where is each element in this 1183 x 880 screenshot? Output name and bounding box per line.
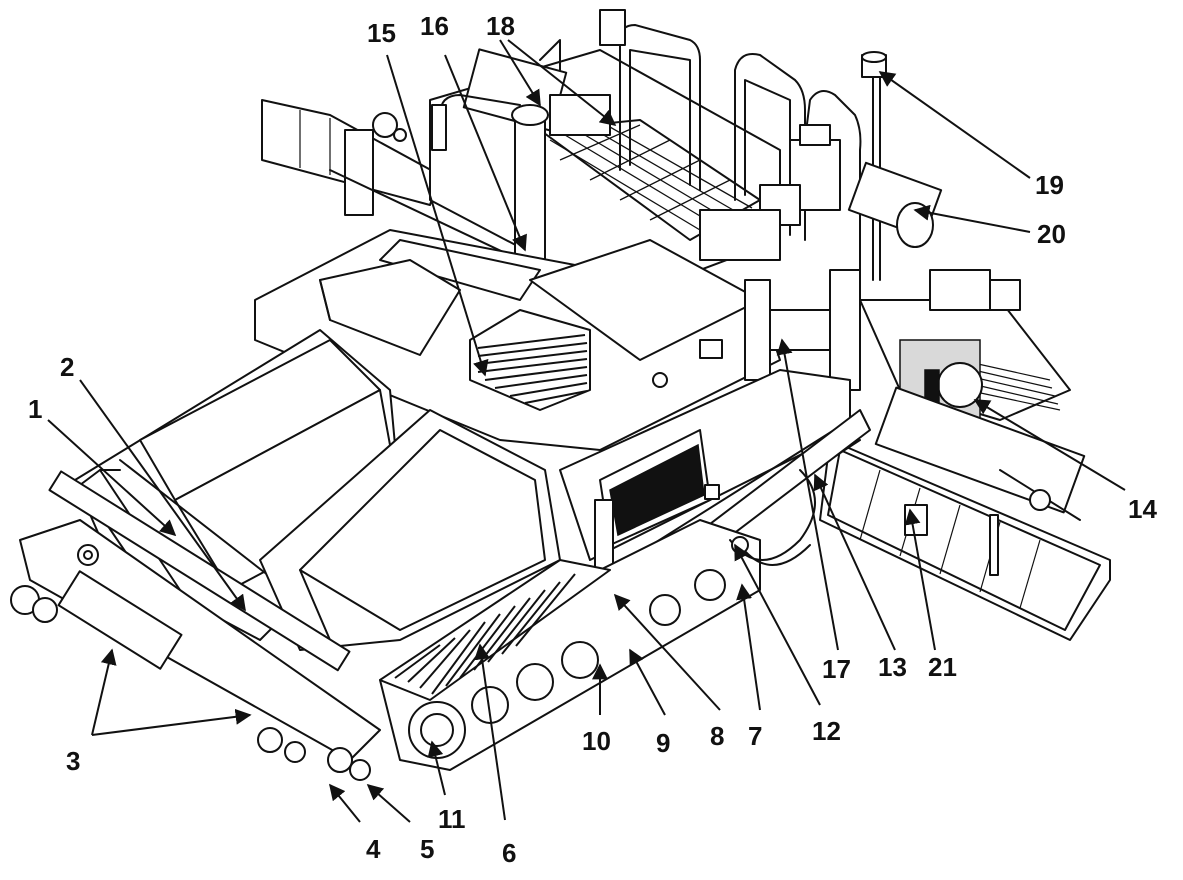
- callout-16: 16: [420, 11, 449, 41]
- callout-5: 5: [420, 834, 434, 864]
- callout-15: 15: [367, 18, 396, 48]
- callout-17: 17: [822, 654, 851, 684]
- callout-4: 4: [366, 834, 381, 864]
- callout-1: 1: [28, 394, 42, 424]
- callout-13: 13: [878, 652, 907, 682]
- callout-7: 7: [748, 721, 762, 751]
- callout-10: 10: [582, 726, 611, 756]
- callout-2: 2: [60, 352, 74, 382]
- callout-11: 11: [438, 804, 466, 834]
- side-control-box: [847, 161, 943, 248]
- callout-14: 14: [1128, 494, 1157, 524]
- callout-9: 9: [656, 728, 670, 758]
- callout-21: 21: [928, 652, 957, 682]
- callout-3: 3: [66, 746, 80, 776]
- screed-extension-right: [819, 439, 1111, 641]
- callout-labels: 1 2 3 4 5 6 7 8 9 10 11 12 13 14 15 16 1…: [28, 11, 1157, 868]
- hopper: [74, 329, 561, 651]
- crawler-track: [379, 469, 816, 771]
- callout-20: 20: [1037, 219, 1066, 249]
- push-bar: [10, 470, 381, 781]
- callout-6: 6: [502, 838, 516, 868]
- engine-hood: [254, 229, 861, 451]
- callout-18: 18: [486, 11, 515, 41]
- callout-12: 12: [812, 716, 841, 746]
- rear-platform-right: [859, 269, 1086, 521]
- callout-19: 19: [1035, 170, 1064, 200]
- callout-leaders: [47, 39, 1126, 823]
- screed-arm-left: [261, 99, 521, 261]
- callout-8: 8: [710, 721, 724, 751]
